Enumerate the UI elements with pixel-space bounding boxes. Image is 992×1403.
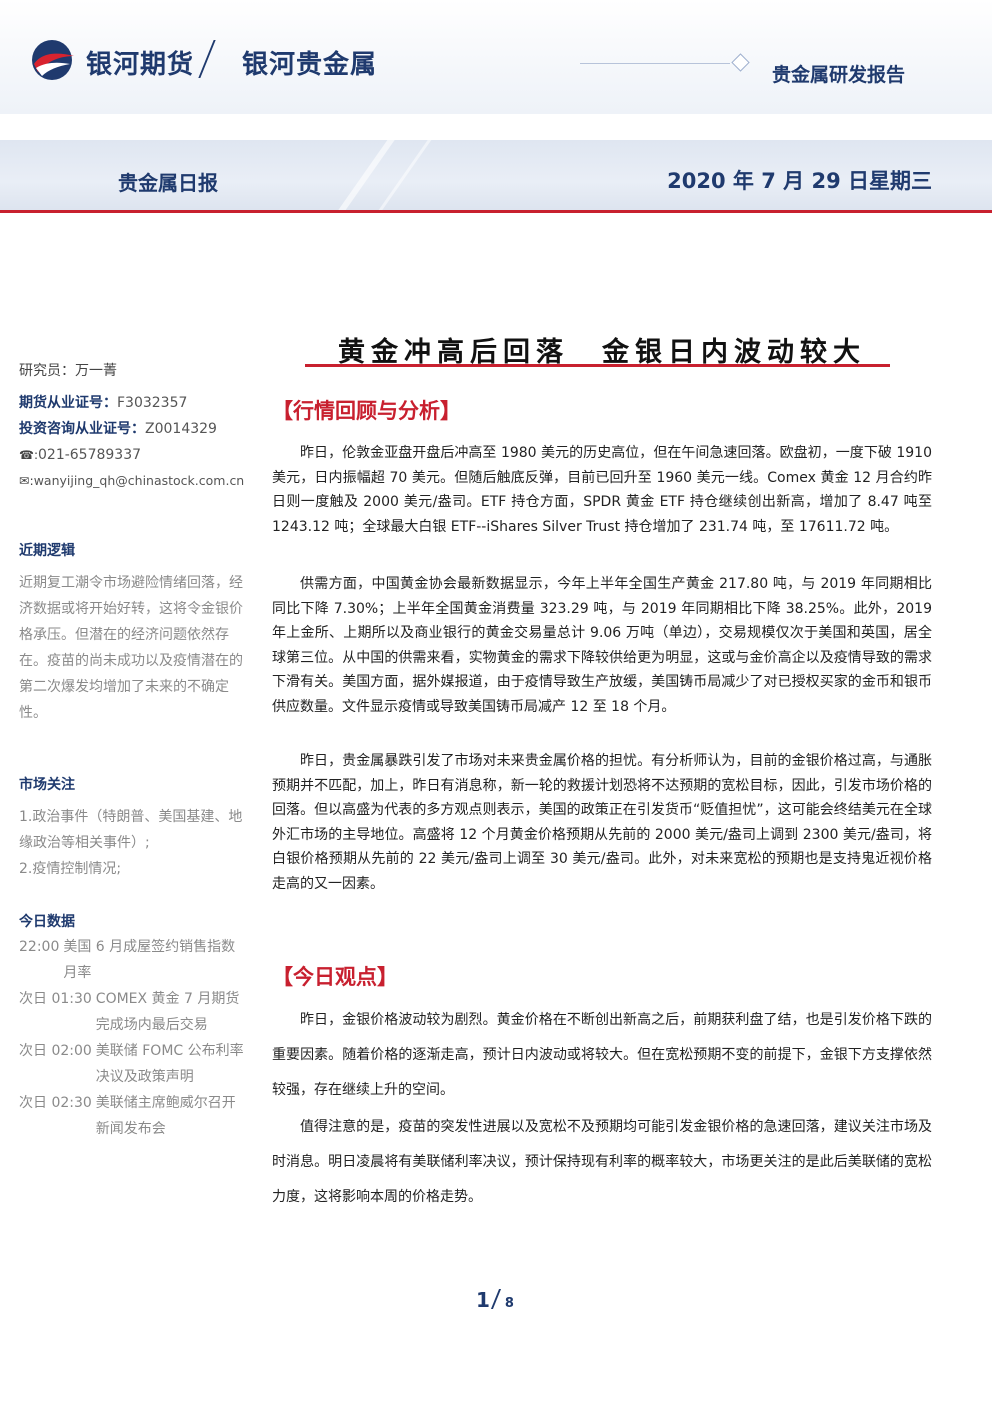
brand-primary: 银河期货 [86,50,195,80]
phone-row: ☎:021-65789337 [19,442,249,468]
header-red-divider [0,210,992,213]
email-address[interactable]: wanyijing_qh@chinastock.com.cn [33,473,245,488]
event-time: 22:00 [19,939,60,955]
event-item: 次日 01:30 COMEX 黄金 7 月期货完成场内最后交易 [19,986,249,1038]
daily-title: 贵金属日报 [118,171,218,195]
title-underline [305,364,890,367]
futures-license-value: F3032357 [117,395,188,411]
futures-license-label: 期货从业证号： [19,395,117,411]
brand-slash [198,40,216,78]
event-time: 次日 02:00 [19,1043,92,1059]
diamond-icon [731,53,750,72]
header-gap [0,114,992,122]
view-paragraph: 值得注意的是，疫苗的突发性进展以及宽松不及预期均可能引发金银价格的急速回落，建议… [272,1119,932,1205]
page-total: 8 [504,1296,514,1311]
page-slash [490,1289,501,1309]
researcher-name: 万一菁 [75,363,117,379]
phone-number: 021-65789337 [38,447,142,463]
event-item: 22:00 美国 6 月成屋签约销售指数月率 [19,934,249,986]
event-desc: 美国 6 月成屋签约销售指数月率 [63,939,236,981]
researcher: 研究员：万一菁 [19,358,249,384]
event-item: 次日 02:00 美联储 FOMC 公布利率决议及政策声明 [19,1038,249,1090]
researcher-label: 研究员： [19,363,75,379]
event-desc: 美联储 FOMC 公布利率决议及政策声明 [95,1043,244,1085]
data-heading: 今日数据 [19,914,75,930]
event-item: 次日 02:30 美联储主席鲍威尔召开新闻发布会 [19,1090,249,1142]
title-band: 贵金属日报 2020 年 7 月 29 日星期三 [0,140,992,210]
report-type: 贵金属研发报告 [772,64,906,86]
email-row: ✉:wanyijing_qh@chinastock.com.cn [19,468,249,494]
report-header: 银河期货 银河贵金属 贵金属研发报告 [0,0,992,114]
review-heading: 【行情回顾与分析】 [272,399,461,423]
view-paragraph: 昨日，金银价格波动较为剧烈。黄金价格在不断创出新高之后，前期获利盘了结，也是引发… [272,1012,932,1098]
events-list: 22:00 美国 6 月成屋签约销售指数月率 次日 01:30 COMEX 黄金… [19,934,249,1142]
email-icon: ✉: [19,473,34,488]
advisory-license: 投资咨询从业证号：Z0014329 [19,416,249,442]
review-paragraph: 昨日，贵金属暴跌引发了市场对未来贵金属价格的担忧。有分析师认为，目前的金银价格过… [272,753,932,892]
galaxy-logo-icon [32,40,74,80]
logic-text: 近期复工潮令市场避险情绪回落，经济数据或将开始好转，这将令金银价格承压。但潜在的… [19,575,243,721]
event-time: 次日 02:30 [19,1095,92,1111]
sidebar: 研究员：万一菁 期货从业证号：F3032357 投资咨询从业证号：Z001432… [19,358,249,1137]
advisory-license-label: 投资咨询从业证号： [19,421,145,437]
page-title: 黄金冲高后回落 金银日内波动较大 [338,337,866,368]
review-paragraph: 昨日，伦敦金亚盘开盘后冲高至 1980 美元的历史高位，但在午间急速回落。欧盘初… [272,445,932,535]
futures-license: 期货从业证号：F3032357 [19,390,249,416]
focus-item: 1.政治事件（特朗普、美国基建、地缘政治等相关事件）; [19,809,243,851]
view-heading: 【今日观点】 [272,965,398,989]
advisory-license-value: Z0014329 [145,421,217,437]
event-desc: COMEX 黄金 7 月期货完成场内最后交易 [95,991,240,1033]
event-desc: 美联储主席鲍威尔召开新闻发布会 [95,1095,236,1137]
phone-icon: ☎: [19,448,38,462]
focus-item: 2.疫情控制情况; [19,861,122,877]
logic-heading: 近期逻辑 [19,543,75,559]
review-paragraph: 供需方面，中国黄金协会最新数据显示，今年上半年全国生产黄金 217.80 吨，与… [272,576,932,715]
report-date: 2020 年 7 月 29 日星期三 [667,169,932,193]
header-decor-line [580,63,730,64]
page-current: 1 [476,1288,490,1312]
focus-heading: 市场关注 [19,777,75,793]
focus-list: 1.政治事件（特朗普、美国基建、地缘政治等相关事件）; 2.疫情控制情况; [19,804,249,882]
brand-secondary: 银河贵金属 [242,50,378,80]
event-time: 次日 01:30 [19,991,92,1007]
